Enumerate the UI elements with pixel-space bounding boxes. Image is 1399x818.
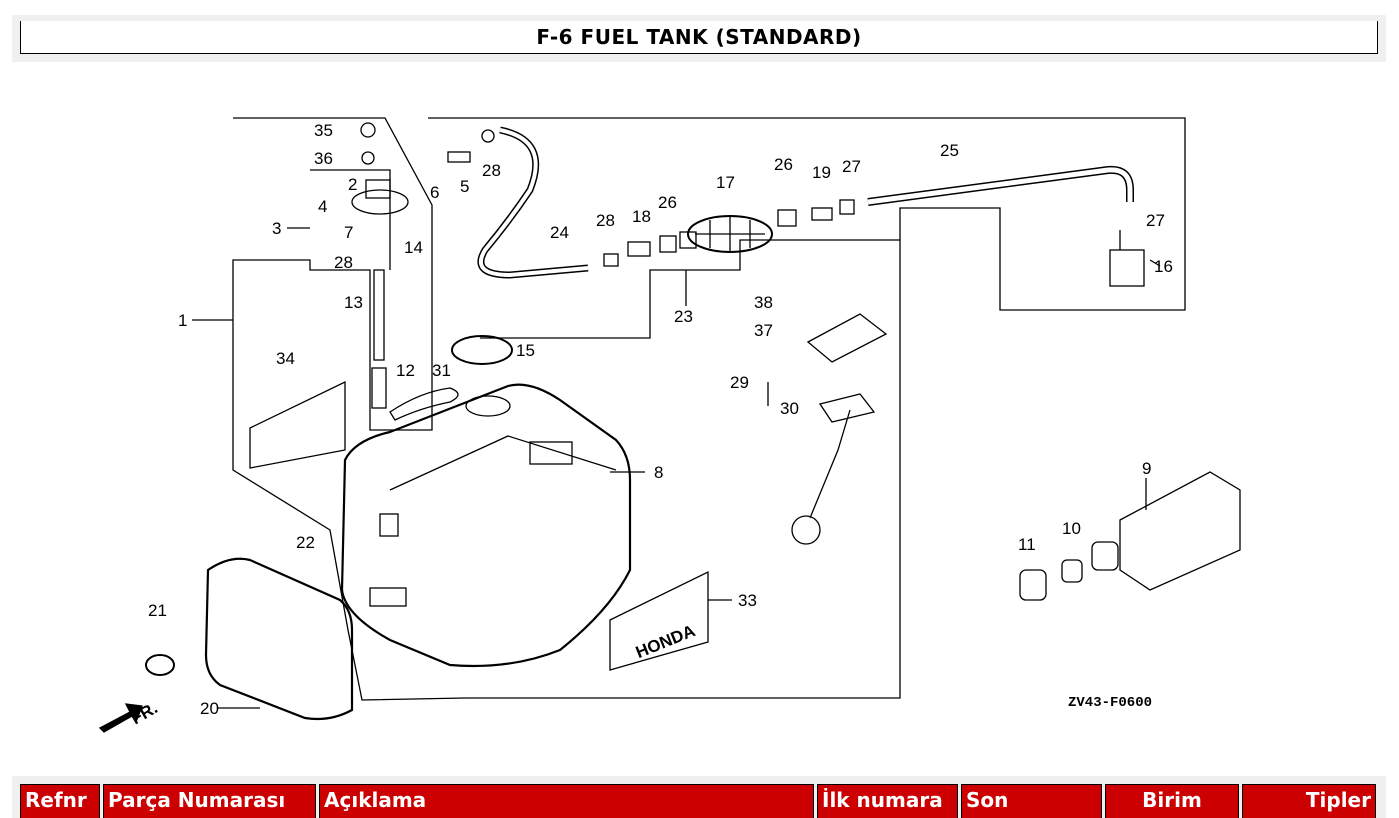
strainer-13 bbox=[373, 269, 385, 361]
callout: 34 bbox=[276, 349, 295, 368]
tank-cover-20 bbox=[204, 557, 354, 721]
spare-tank-9 bbox=[1119, 471, 1241, 591]
callout: 24 bbox=[550, 223, 569, 242]
title-bar: F-6 FUEL TANK (STANDARD) bbox=[12, 15, 1386, 62]
callout: 4 bbox=[318, 197, 327, 216]
direction-label: FR. bbox=[128, 698, 161, 728]
callout: 33 bbox=[738, 591, 757, 610]
callout: 37 bbox=[754, 321, 773, 340]
callout: 27 bbox=[1146, 211, 1165, 230]
callout: 6 bbox=[430, 183, 439, 202]
callout: 38 bbox=[754, 293, 773, 312]
callout: 14 bbox=[404, 238, 423, 257]
callout: 28 bbox=[596, 211, 615, 230]
callout: 19 bbox=[812, 163, 831, 182]
callout: 9 bbox=[1142, 459, 1151, 478]
callout: 28 bbox=[482, 161, 501, 180]
callout: 2 bbox=[348, 175, 357, 194]
callout: 21 bbox=[148, 601, 167, 620]
callout: 8 bbox=[654, 463, 663, 482]
parts-table: Refnr Parça Numarası Açıklama İlk numara… bbox=[12, 776, 1386, 818]
front-arrow bbox=[98, 703, 143, 733]
col-header-types[interactable]: Tipler bbox=[1242, 784, 1376, 818]
callout: 18 bbox=[632, 207, 651, 226]
col-header-part-number[interactable]: Parça Numarası bbox=[103, 784, 316, 818]
group-frame-3 bbox=[310, 169, 391, 270]
callout: 13 bbox=[344, 293, 363, 312]
col-header-first-number[interactable]: İlk numara bbox=[817, 784, 958, 818]
callout: 35 bbox=[314, 121, 333, 140]
fuel-cap-15 bbox=[451, 335, 513, 365]
callout: 31 bbox=[432, 361, 451, 380]
col-header-unit[interactable]: Birim bbox=[1105, 784, 1239, 818]
brand-label: HONDA bbox=[633, 621, 698, 662]
callout: 26 bbox=[658, 193, 677, 212]
col-header-last[interactable]: Son bbox=[961, 784, 1102, 818]
callout: 15 bbox=[516, 341, 535, 360]
callout: 3 bbox=[272, 219, 281, 238]
callout: 20 bbox=[200, 699, 219, 718]
callout: 5 bbox=[460, 177, 469, 196]
col-header-refnr[interactable]: Refnr bbox=[20, 784, 100, 818]
callout: 10 bbox=[1062, 519, 1081, 538]
callout: 17 bbox=[716, 173, 735, 192]
fuel-tank-8 bbox=[340, 383, 632, 668]
callout: 27 bbox=[842, 157, 861, 176]
callout: 12 bbox=[396, 361, 415, 380]
callout: 23 bbox=[674, 307, 693, 326]
callout: 26 bbox=[774, 155, 793, 174]
callout: 11 bbox=[1018, 535, 1036, 554]
honda-emblem-33 bbox=[609, 570, 709, 671]
callout: 30 bbox=[780, 399, 799, 418]
callout: 22 bbox=[296, 533, 315, 552]
group-frame-1 bbox=[232, 117, 901, 701]
callout: 7 bbox=[344, 223, 353, 242]
parts-diagram[interactable]: 1 2 3 4 5 6 7 8 9 10 11 12 13 14 15 16 1… bbox=[90, 110, 1260, 740]
callout: 1 bbox=[178, 311, 187, 330]
col-header-description[interactable]: Açıklama bbox=[319, 784, 814, 818]
callout: 29 bbox=[730, 373, 749, 392]
callout-labels: 1 2 3 4 5 6 7 8 9 10 11 12 13 14 15 16 1… bbox=[128, 121, 1173, 728]
callout: 16 bbox=[1154, 257, 1173, 276]
diagram-code: ZV43-F0600 bbox=[1068, 695, 1152, 711]
exploded-view-drawing: 1 2 3 4 5 6 7 8 9 10 11 12 13 14 15 16 1… bbox=[98, 117, 1241, 733]
parts-table-header: Refnr Parça Numarası Açıklama İlk numara… bbox=[20, 784, 1376, 818]
fuel-gauge-29 bbox=[806, 313, 888, 363]
callout: 28 bbox=[334, 253, 353, 272]
page-title: F-6 FUEL TANK (STANDARD) bbox=[20, 21, 1378, 54]
fuel-joint-16 bbox=[1109, 249, 1145, 287]
caution-label-34 bbox=[249, 380, 346, 469]
callout: 36 bbox=[314, 149, 333, 168]
group-frame-23 bbox=[428, 117, 1186, 311]
callout: 25 bbox=[940, 141, 959, 160]
